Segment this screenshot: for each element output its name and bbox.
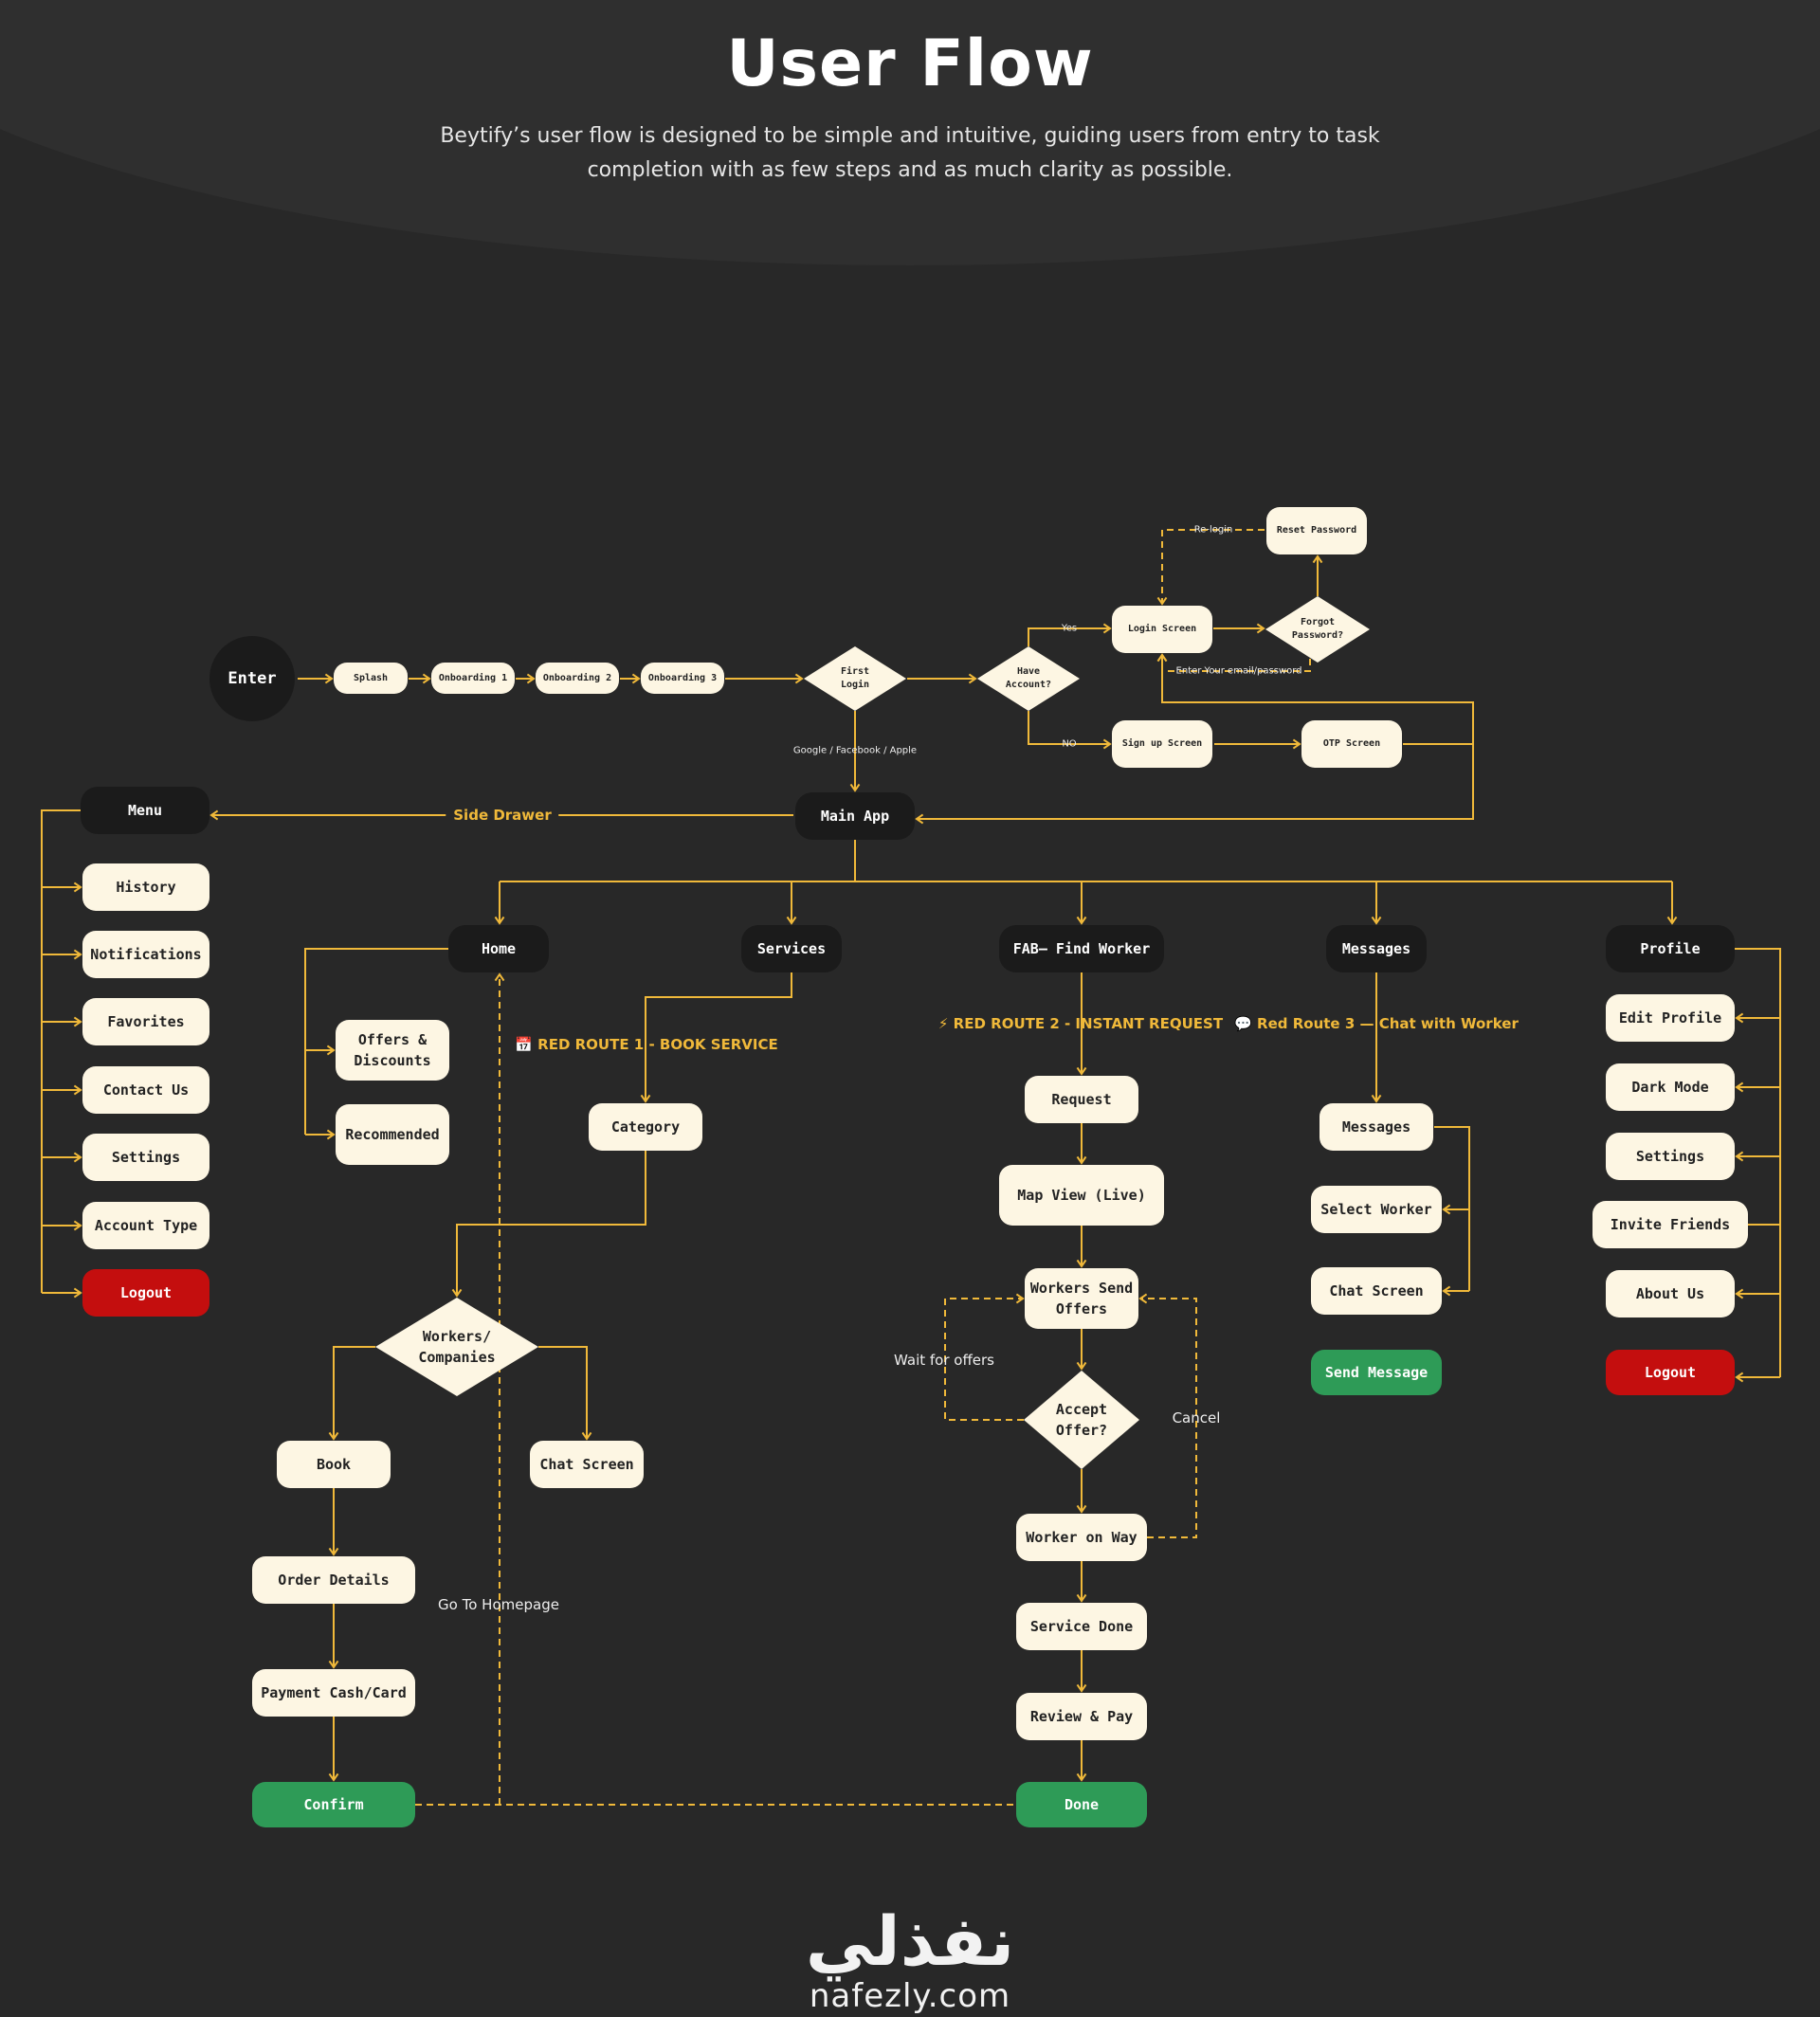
profile-item-settings: Settings — [1606, 1133, 1735, 1180]
decision-workers-companies-label: Workers/ Companies — [418, 1328, 496, 1366]
decision-accept-offer-label: Accept Offer? — [1055, 1401, 1108, 1439]
label-relogin: Re-login — [1193, 524, 1233, 536]
node-chat-screen-route1: Chat Screen — [530, 1441, 644, 1488]
tab-fab-find-worker: FAB– Find Worker — [999, 925, 1164, 972]
decision-have-account-label: Have Account? — [1005, 666, 1052, 690]
node-confirm: Confirm — [252, 1782, 415, 1827]
node-payment: Payment Cash/Card — [252, 1669, 415, 1717]
menu-item-favorites: Favorites — [82, 998, 209, 1045]
decision-workers-companies: Workers/ Companies — [375, 1298, 538, 1396]
decision-first-login: First Login — [804, 646, 906, 711]
menu-item-logout: Logout — [82, 1269, 209, 1317]
node-login-screen: Login Screen — [1112, 606, 1212, 653]
label-route-1: 📅 RED ROUTE 1 - BOOK SERVICE — [515, 1036, 778, 1053]
node-send-message: Send Message — [1311, 1350, 1442, 1395]
label-go-to-homepage: Go To Homepage — [438, 1596, 559, 1613]
node-signup-screen: Sign up Screen — [1112, 720, 1212, 768]
node-review-pay: Review & Pay — [1016, 1693, 1147, 1740]
node-workers-send-offers: Workers Send Offers — [1025, 1268, 1138, 1329]
node-onboarding-2: Onboarding 2 — [536, 663, 619, 694]
decision-forgot-password-label: Forgot Password? — [1291, 617, 1344, 641]
node-onboarding-1: Onboarding 1 — [431, 663, 515, 694]
page-title: User Flow — [726, 27, 1094, 101]
profile-item-dark-mode: Dark Mode — [1606, 1063, 1735, 1111]
node-worker-on-way: Worker on Way — [1016, 1514, 1147, 1561]
node-messages-list: Messages — [1320, 1103, 1433, 1151]
node-splash: Splash — [334, 663, 408, 694]
node-select-worker: Select Worker — [1311, 1186, 1442, 1233]
menu-item-notifications: Notifications — [82, 931, 209, 978]
node-request: Request — [1025, 1076, 1138, 1123]
nafezly-logo: نفذلي nafezly.com — [720, 1903, 1100, 2013]
label-no: NO — [1062, 738, 1077, 750]
profile-item-edit-profile: Edit Profile — [1606, 994, 1735, 1042]
label-side-drawer: Side Drawer — [446, 807, 559, 824]
tab-services: Services — [741, 925, 842, 972]
node-enter: Enter — [209, 636, 295, 721]
profile-item-logout: Logout — [1606, 1350, 1735, 1395]
label-enter-email: Enter Your email/password — [1175, 665, 1302, 677]
decision-have-account: Have Account? — [977, 646, 1080, 711]
tab-profile: Profile — [1606, 925, 1735, 972]
decision-forgot-password: Forgot Password? — [1265, 596, 1370, 663]
label-route-3: 💬 Red Route 3 — Chat with Worker — [1234, 1015, 1519, 1032]
profile-item-invite-friends: Invite Friends — [1592, 1201, 1748, 1248]
label-social-login: Google / Facebook / Apple — [792, 745, 918, 756]
label-yes: Yes — [1061, 623, 1078, 634]
node-main-app: Main App — [795, 792, 915, 840]
node-otp-screen: OTP Screen — [1301, 720, 1402, 768]
menu-item-account-type: Account Type — [82, 1202, 209, 1249]
logo-arabic: نفذلي — [805, 1901, 1015, 1981]
page-subtitle: Beytify’s user flow is designed to be si… — [440, 124, 1380, 182]
node-category: Category — [589, 1103, 702, 1151]
node-map-view: Map View (Live) — [999, 1165, 1164, 1226]
tab-messages: Messages — [1326, 925, 1427, 972]
menu-item-settings: Settings — [82, 1134, 209, 1181]
node-order-details: Order Details — [252, 1556, 415, 1604]
label-cancel: Cancel — [1172, 1409, 1221, 1426]
decision-first-login-label: First Login — [840, 666, 870, 690]
node-service-done: Service Done — [1016, 1603, 1147, 1650]
logo-latin: nafezly.com — [809, 1977, 1011, 2015]
node-reset-password: Reset Password — [1266, 507, 1367, 554]
node-done: Done — [1016, 1782, 1147, 1827]
label-route-2: ⚡ RED ROUTE 2 - INSTANT REQUEST — [937, 1015, 1224, 1032]
label-wait-for-offers: Wait for offers — [894, 1352, 994, 1369]
profile-item-about-us: About Us — [1606, 1270, 1735, 1317]
node-chat-screen-route3: Chat Screen — [1311, 1267, 1442, 1315]
node-onboarding-3: Onboarding 3 — [641, 663, 724, 694]
menu-item-contact-us: Contact Us — [82, 1066, 209, 1114]
node-menu: Menu — [81, 787, 209, 834]
node-book: Book — [277, 1441, 391, 1488]
tab-home: Home — [448, 925, 549, 972]
decision-accept-offer: Accept Offer? — [1024, 1371, 1139, 1469]
node-recommended: Recommended — [336, 1104, 449, 1165]
node-offers-discounts: Offers & Discounts — [336, 1020, 449, 1081]
menu-item-history: History — [82, 863, 209, 911]
